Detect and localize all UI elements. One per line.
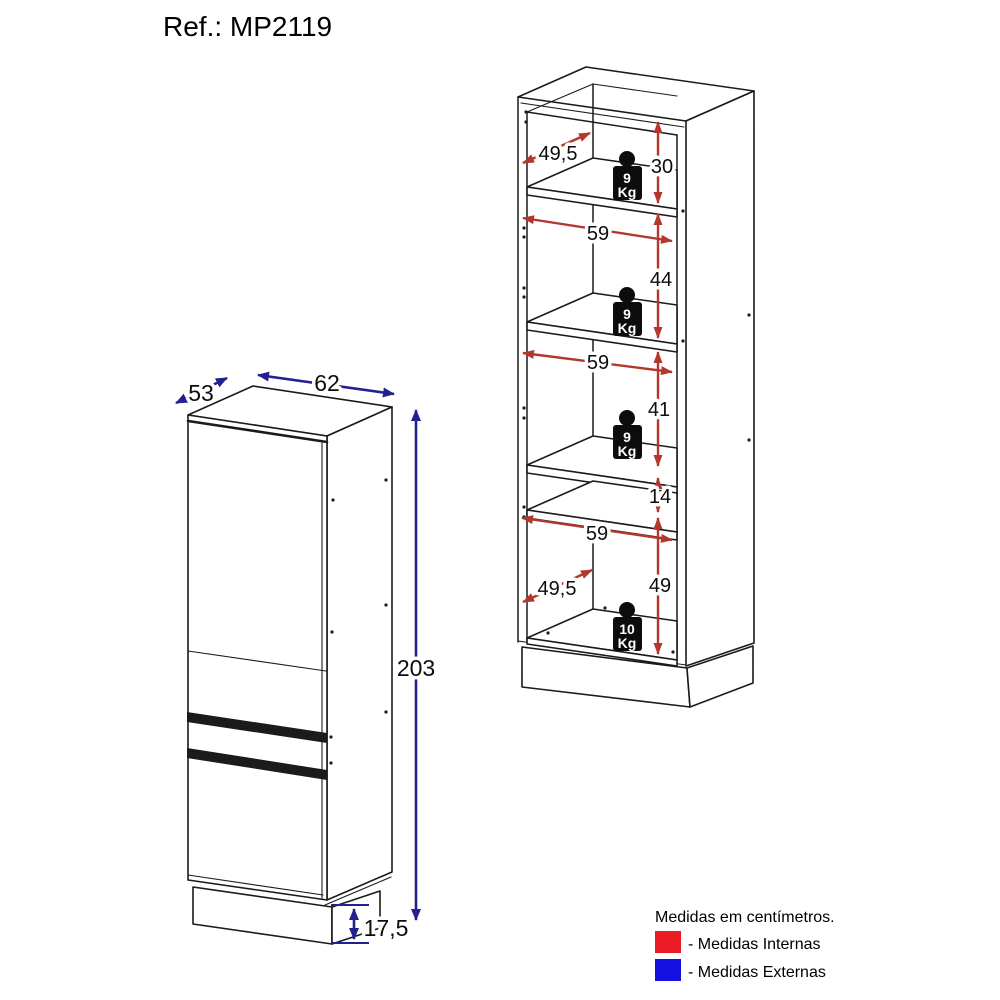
pin-hole-dot [524, 110, 528, 114]
section3-width-arrow [522, 349, 673, 376]
carcass-bottom-edge [324, 876, 392, 906]
pin-hole-dot [331, 498, 335, 502]
weight-icon-body [613, 425, 642, 459]
top-shelf-depth-label: 49,5 [539, 143, 578, 165]
shelf-front-edge [526, 186, 678, 218]
ceiling-front-edge [526, 111, 678, 136]
internal-dimensions: 49,5 30 59 44 59 41 14 59 49,5 49 [521, 121, 677, 655]
weight-icon [619, 151, 635, 167]
bottom-shelf-depth-label: 49,5 [538, 578, 577, 600]
pin-hole-dot [384, 478, 388, 482]
pin-hole-dot [384, 710, 388, 714]
pin-hole-dot [747, 438, 751, 442]
pin-hole-dot [522, 295, 526, 299]
pin-hole-dot [603, 606, 607, 610]
weight-badges: 9 Kg 9 Kg 9 Kg 10 Kg [613, 151, 642, 651]
pin-hole-dot [524, 120, 528, 124]
weight-value: 9 [623, 429, 631, 445]
cabinet-front-door [187, 414, 328, 901]
weight-value: 9 [623, 170, 631, 186]
weight-icon [619, 602, 635, 618]
section3-height-label: 41 [648, 399, 670, 421]
door-bottom-gap [187, 874, 324, 896]
pin-hole-dot [671, 650, 675, 654]
open-base-plinth-side [686, 645, 754, 708]
handle-groove-bottom [187, 748, 327, 780]
weight-value: 10 [619, 621, 635, 637]
weight-badge: 9 Kg [613, 287, 642, 336]
weight-unit: Kg [618, 184, 637, 200]
weight-icon-body [613, 617, 642, 651]
weight-icon-body [613, 166, 642, 200]
pin-hole-dot [522, 505, 526, 509]
weight-unit: Kg [618, 320, 637, 336]
pin-hole-dot [681, 209, 685, 213]
weight-badge: 10 Kg [613, 602, 642, 651]
width-dim-arrow [257, 371, 395, 398]
shelf-2 [526, 292, 678, 353]
weight-icon [619, 287, 635, 303]
page-title: Ref.: MP2119 [163, 11, 332, 42]
pin-hole-dot [681, 339, 685, 343]
legend-internal-label: - Medidas Internas [688, 936, 821, 953]
pin-hole-dot [747, 313, 751, 317]
weight-icon-body [613, 302, 642, 336]
pin-hole-dot [522, 416, 526, 420]
closed-cabinet-drawing [186, 385, 393, 945]
pin-hole-dots-left [329, 478, 388, 765]
pin-hole-dot [384, 603, 388, 607]
section2-width-label: 59 [587, 223, 609, 245]
legend-external-label: - Medidas Externas [688, 964, 826, 981]
weight-unit: Kg [618, 635, 637, 651]
door-top-edge [186, 419, 329, 444]
weight-unit: Kg [618, 443, 637, 459]
top-shelf-depth-arrow [522, 131, 591, 165]
pin-hole-dot [522, 286, 526, 290]
shelf-front-edge [526, 321, 678, 353]
weight-badge: 9 Kg [613, 151, 642, 200]
base-height-dim-label: 17,5 [364, 915, 409, 941]
external-dimensions: 53 62 203 17,5 [175, 367, 439, 945]
open-cabinet-side-panel [685, 90, 755, 667]
bottom-section-width-arrow [521, 515, 673, 543]
section1-height-label: 30 [651, 156, 673, 178]
pin-hole-dot [329, 761, 333, 765]
drawer-gap-height-label: 14 [649, 486, 671, 508]
handle-groove-top [187, 712, 327, 743]
height-dim-label: 203 [397, 655, 435, 681]
ceiling-left-edge [526, 83, 594, 113]
external-color-swatch [655, 959, 681, 981]
pin-hole-dot [522, 226, 526, 230]
pin-hole-dot [522, 406, 526, 410]
door-seam [187, 650, 327, 672]
depth-dim-label: 53 [188, 380, 214, 406]
bottom-section-width-label: 59 [586, 523, 608, 545]
width-dim-label: 62 [314, 370, 340, 396]
internal-color-swatch [655, 931, 681, 953]
bottom-shelf-depth-arrow [522, 568, 593, 604]
section2-height-label: 44 [650, 269, 672, 291]
pin-hole-dot [330, 630, 334, 634]
depth-dim-arrow [175, 376, 228, 405]
cabinet-side-panel [326, 406, 393, 901]
legend-note: Medidas em centímetros. [655, 909, 835, 926]
section3-width-label: 59 [587, 352, 609, 374]
ceiling-back-edge [592, 83, 678, 97]
weight-badge: 9 Kg [613, 410, 642, 459]
section2-width-arrow [522, 215, 673, 244]
pin-hole-dot [546, 631, 550, 635]
bottom-section-height-label: 49 [649, 575, 671, 597]
pin-hole-dot [329, 735, 333, 739]
legend: Medidas em centímetros. - Medidas Intern… [655, 909, 835, 981]
weight-icon [619, 410, 635, 426]
pin-hole-dot [522, 235, 526, 239]
weight-value: 9 [623, 306, 631, 322]
